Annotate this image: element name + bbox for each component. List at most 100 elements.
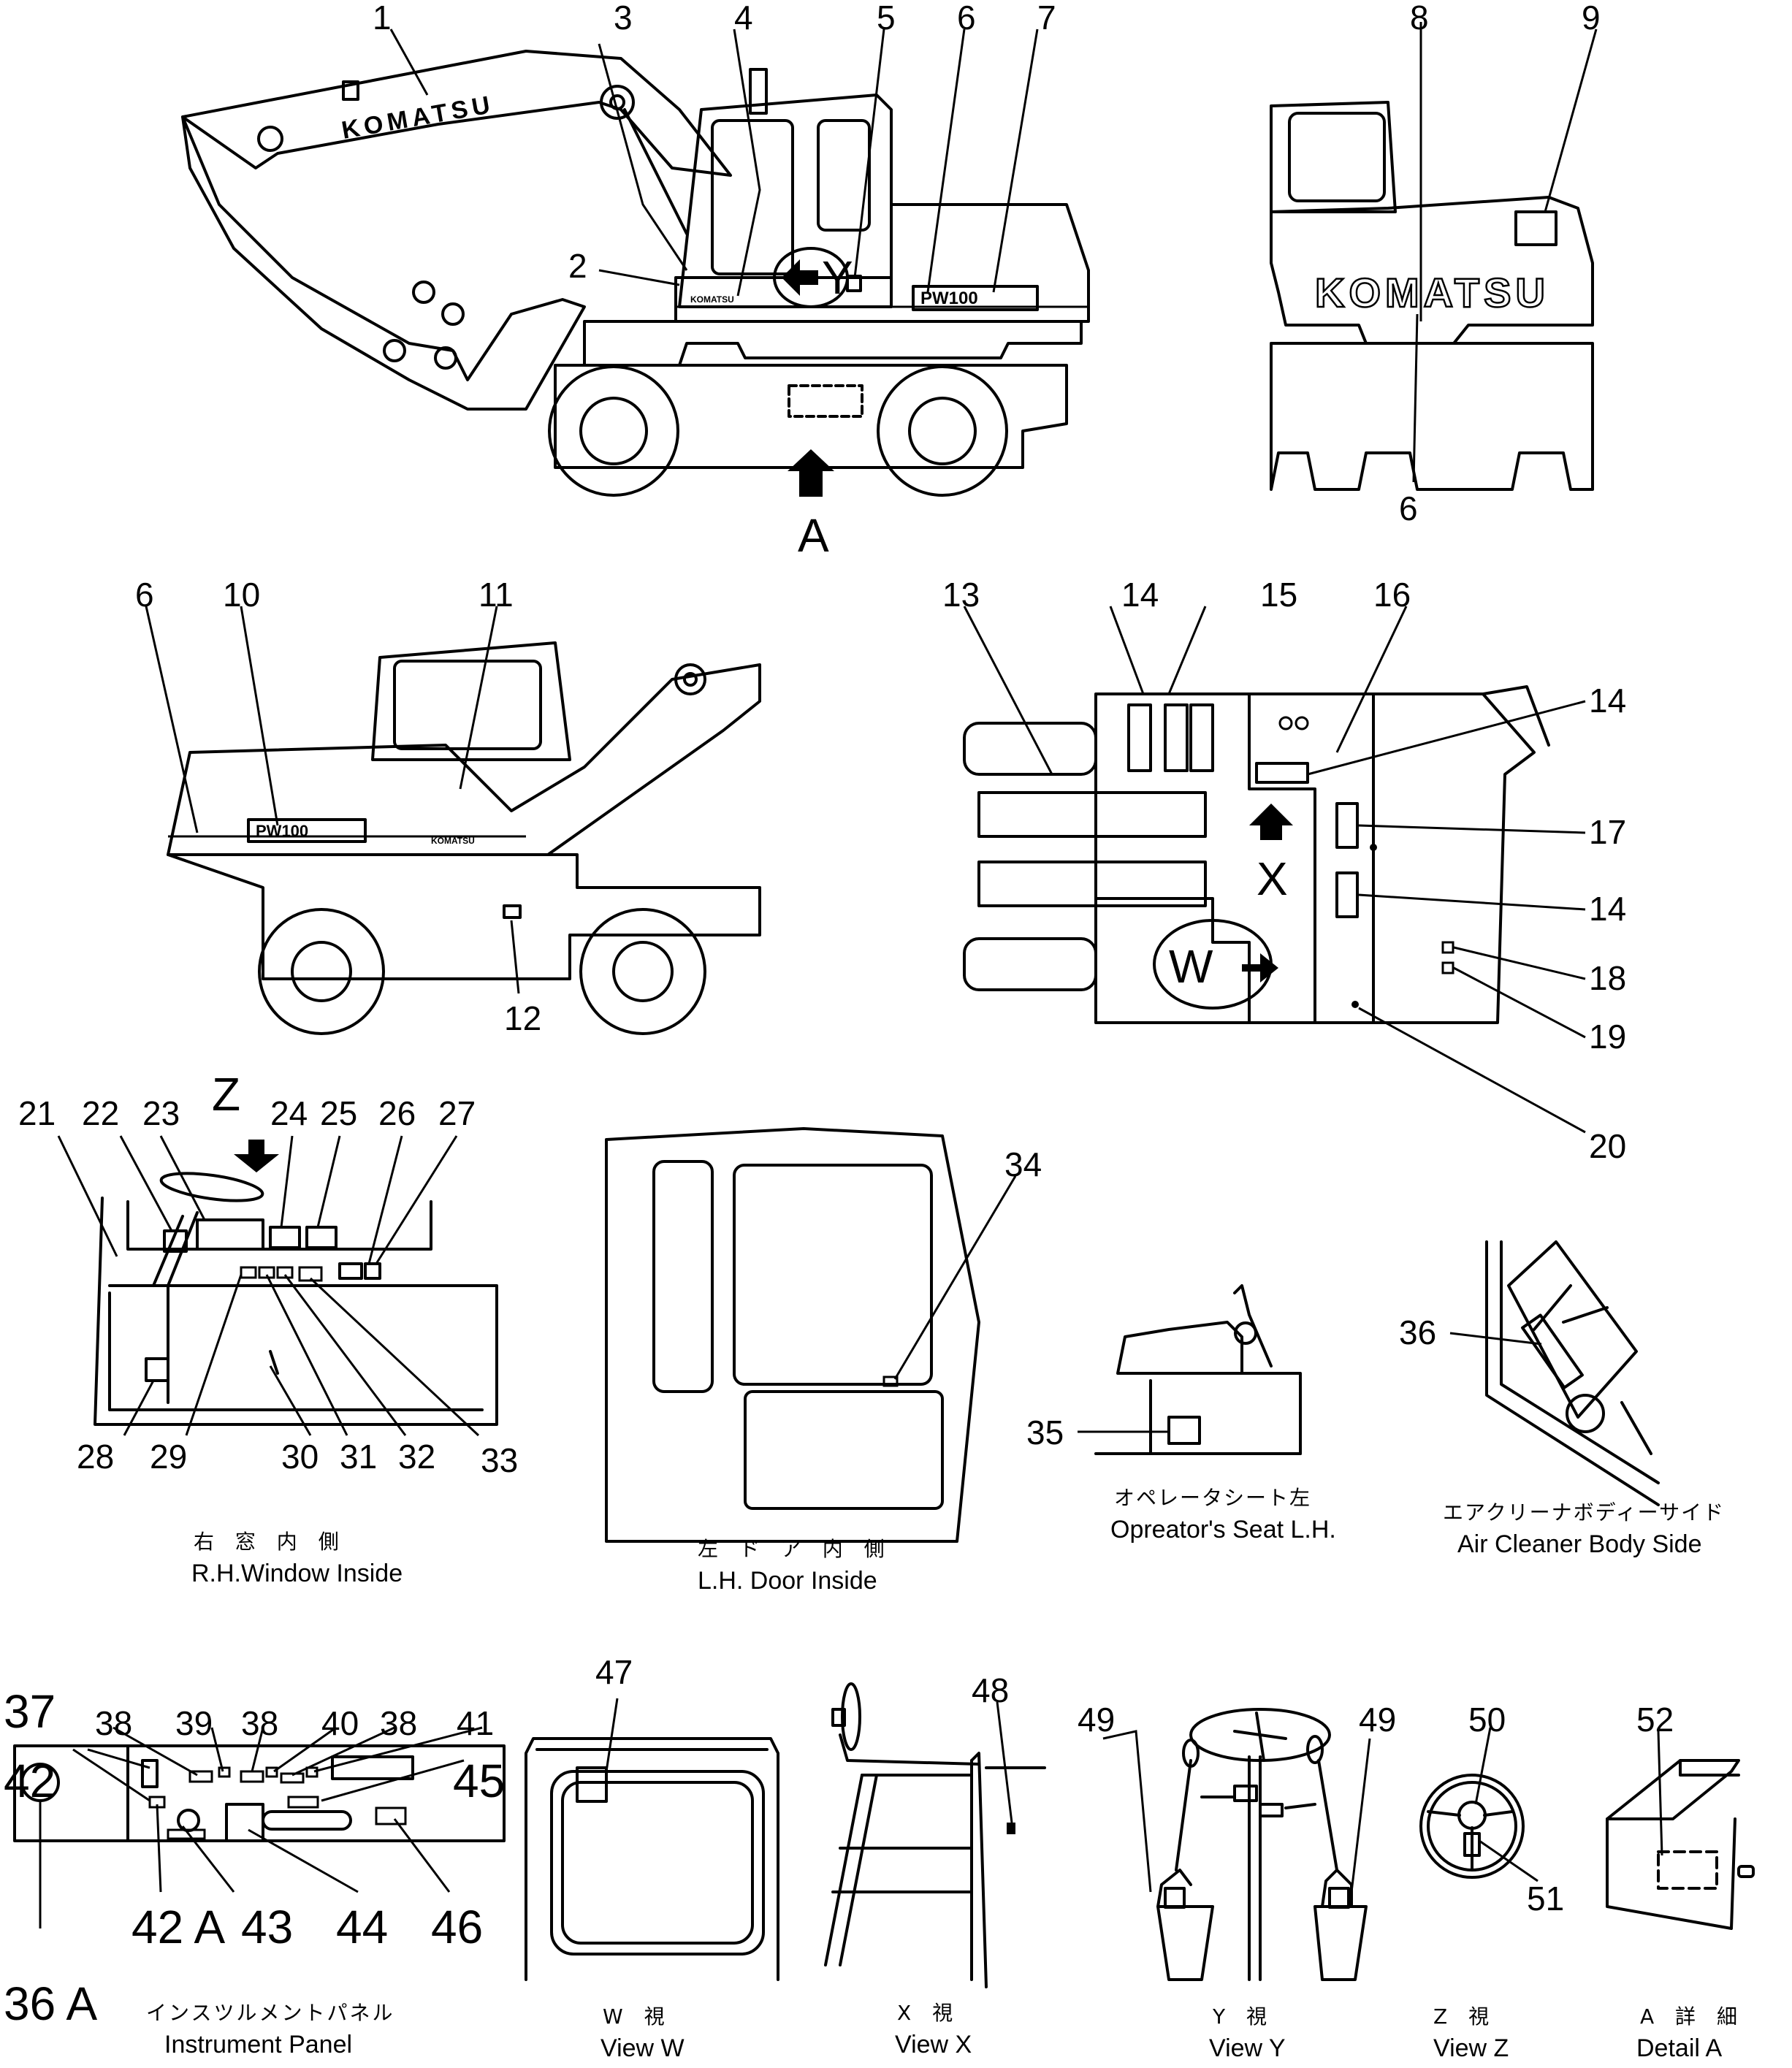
detail-a: 52 A 詳 細 Detail A	[1606, 1701, 1755, 2062]
view-marker-y: Y	[822, 251, 853, 304]
callout-25: 25	[320, 1094, 357, 1132]
view-y: 49 49 Y 視 View Y	[1078, 1701, 1396, 2062]
callout-46: 46	[431, 1901, 483, 1953]
side-small-logo: KOMATSU	[431, 836, 475, 846]
callout-50: 50	[1468, 1701, 1506, 1739]
excavator-rear-view: KOMATSU 8 9 6	[1270, 0, 1601, 527]
view-w: 47 W 視 View W	[525, 1653, 779, 2062]
callout-23: 23	[142, 1094, 180, 1132]
callout-6-top: 6	[957, 0, 976, 37]
body-model-badge: PW100	[920, 289, 978, 308]
callout-51: 51	[1527, 1880, 1564, 1918]
lh-door-inside-view: 34 左 ド ア 内 側 L.H. Door Inside	[605, 1127, 1042, 1595]
air-cleaner-caption-jp: エアクリーナボディーサイド	[1443, 1500, 1725, 1525]
callout-29: 29	[150, 1438, 187, 1476]
excavator-top-view: X W 13 14 15 16 14 17 14 18 19 20	[942, 576, 1626, 1165]
callout-11: 11	[478, 576, 514, 614]
callout-31: 31	[340, 1438, 377, 1476]
callout-49-right: 49	[1359, 1701, 1396, 1739]
callout-34: 34	[1004, 1145, 1042, 1183]
callout-27: 27	[438, 1094, 476, 1132]
callout-38-c: 38	[380, 1704, 417, 1742]
callout-17: 17	[1589, 813, 1626, 851]
callout-6-rear: 6	[1399, 489, 1418, 527]
callout-42a: 42 A	[131, 1901, 225, 1953]
view-z-caption-en: View Z	[1433, 2034, 1509, 2062]
rh-window-inside-view: Z 21 22 23 24 25 26 27 28 29 30 31 32 33…	[18, 1068, 518, 1587]
cab-small-logo: KOMATSU	[690, 294, 734, 305]
lh-door-caption-en: L.H. Door Inside	[698, 1567, 877, 1595]
callout-13: 13	[942, 576, 980, 614]
callout-41: 41	[457, 1704, 494, 1742]
callout-36a: 36 A	[4, 1977, 97, 2030]
callout-19: 19	[1589, 1018, 1626, 1056]
boom-logo: KOMATSU	[340, 91, 497, 145]
view-marker-x: X	[1257, 852, 1288, 905]
view-marker-w: W	[1169, 940, 1213, 993]
excavator-side-view: KOMATSU KOMATSU PW100 Y A	[181, 0, 1090, 562]
callout-44: 44	[336, 1901, 388, 1953]
callout-22: 22	[82, 1094, 119, 1132]
rh-window-caption-en: R.H.Window Inside	[191, 1560, 403, 1587]
lh-door-caption-jp: 左 ド ア 内 側	[698, 1537, 892, 1561]
callout-40: 40	[321, 1704, 359, 1742]
seat-caption-jp: オペレータシート左	[1114, 1486, 1311, 1510]
callout-36: 36	[1399, 1313, 1436, 1351]
air-cleaner-caption-en: Air Cleaner Body Side	[1457, 1530, 1702, 1558]
callout-52: 52	[1636, 1701, 1674, 1739]
callout-30: 30	[281, 1438, 319, 1476]
callout-28: 28	[77, 1438, 114, 1476]
callout-14-lower: 14	[1589, 890, 1626, 928]
callout-8: 8	[1410, 0, 1429, 37]
air-cleaner-body-side-view: 36 エアクリーナボディーサイド Air Cleaner Body Side	[1399, 1240, 1725, 1558]
callout-5: 5	[877, 0, 896, 37]
side-model-badge: PW100	[256, 822, 308, 840]
callout-47: 47	[595, 1653, 633, 1691]
detail-a-caption-en: Detail A	[1636, 2034, 1722, 2062]
callout-38-b: 38	[241, 1704, 278, 1742]
callout-32: 32	[398, 1438, 435, 1476]
callout-49-left: 49	[1078, 1701, 1115, 1739]
view-w-caption-en: View W	[600, 2034, 685, 2062]
callout-24: 24	[270, 1094, 308, 1132]
view-x-caption-jp: X 視	[897, 2001, 960, 2025]
callout-14-top: 14	[1121, 576, 1159, 614]
callout-7: 7	[1037, 0, 1056, 37]
view-x-caption-en: View X	[895, 2031, 972, 2059]
view-x: 48 X 視 View X	[824, 1671, 1046, 2059]
view-y-caption-en: View Y	[1209, 2034, 1286, 2062]
callout-48: 48	[972, 1671, 1009, 1709]
excavator-other-side-view: PW100 KOMATSU 6 10 11 12	[135, 576, 761, 1037]
callout-10: 10	[223, 576, 260, 614]
callout-42: 42	[4, 1755, 56, 1807]
operators-seat-view: 35 オペレータシート左 Opreator's Seat L.H.	[1026, 1284, 1336, 1544]
instrument-panel-caption-jp: インスツルメントパネル	[146, 2001, 394, 2025]
callout-38-a: 38	[95, 1704, 132, 1742]
view-y-caption-jp: Y 視	[1212, 2004, 1274, 2029]
detail-a-caption-jp: A 詳 細	[1640, 2004, 1745, 2029]
callout-6-side: 6	[135, 576, 154, 614]
callout-15: 15	[1260, 576, 1297, 614]
callout-14-right: 14	[1589, 682, 1626, 720]
view-marker-z: Z	[212, 1068, 240, 1121]
instrument-panel-caption-en: Instrument Panel	[164, 2031, 352, 2059]
seat-caption-en: Opreator's Seat L.H.	[1110, 1516, 1336, 1544]
rh-window-caption-jp: 右 窓 内 側	[194, 1530, 346, 1554]
callout-16: 16	[1373, 576, 1411, 614]
callout-18: 18	[1589, 959, 1626, 997]
callout-9: 9	[1582, 0, 1601, 37]
callout-33: 33	[481, 1441, 518, 1479]
view-z: 50 51 Z 視 View Z	[1419, 1701, 1564, 2062]
callout-45: 45	[453, 1755, 505, 1807]
callout-26: 26	[378, 1094, 416, 1132]
callout-12: 12	[504, 999, 541, 1037]
callout-20: 20	[1589, 1127, 1626, 1165]
callout-3: 3	[614, 0, 633, 37]
callout-21: 21	[18, 1094, 56, 1132]
callout-35: 35	[1026, 1413, 1064, 1451]
callout-39: 39	[175, 1704, 213, 1742]
callout-2: 2	[568, 247, 587, 285]
view-marker-a: A	[798, 509, 829, 562]
callout-37: 37	[4, 1685, 56, 1738]
